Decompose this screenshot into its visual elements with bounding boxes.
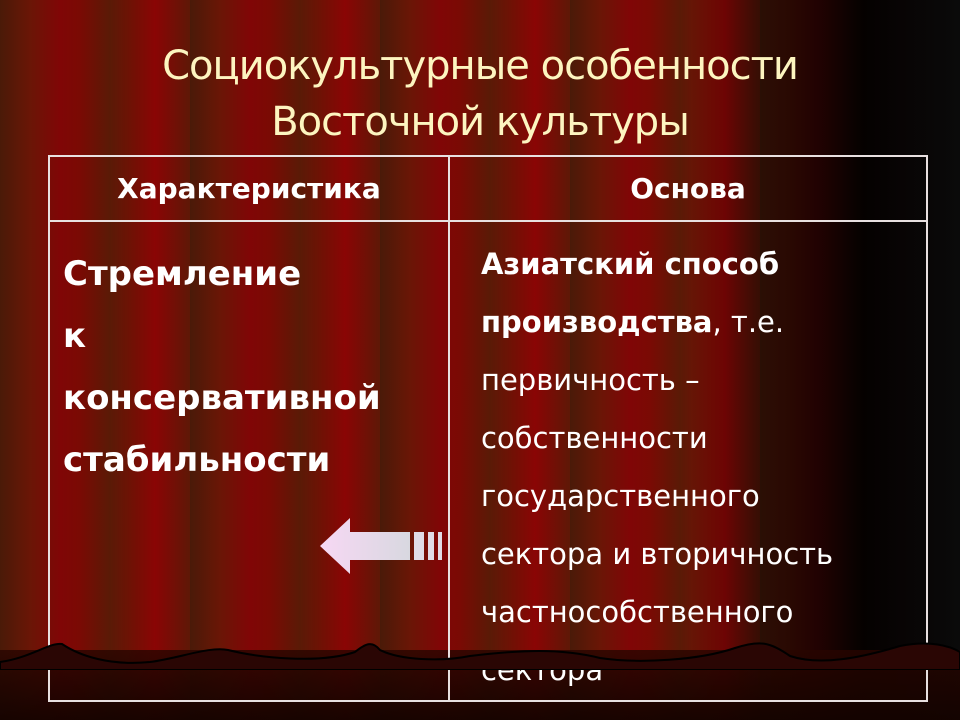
header-characteristic: Характеристика [48,155,450,222]
table-header-row: Характеристика Основа [48,155,929,222]
characteristic-line: к [63,316,87,356]
basis-line: частнособственного [480,595,794,629]
characteristic-line: Стремление [63,254,302,294]
slide-title: Социокультурные особенности Восточной ку… [0,38,960,150]
basis-suffix: , т.е. [712,305,785,339]
characteristic-line: консервативной [63,378,381,418]
curtain-edge-decoration [0,642,960,670]
basis-bold-line: Азиатский способ [480,247,780,281]
title-line-1: Социокультурные особенности [162,43,799,89]
basis-line: сектора и вторичность [480,537,834,571]
characteristic-line: стабильности [63,440,331,480]
left-arrow-icon [320,518,442,574]
characteristic-cell: Стремление к консервативной стабильности [48,220,450,702]
basis-bold-line: производства [480,305,713,339]
table-row: Стремление к консервативной стабильности… [48,220,929,702]
header-basis: Основа [447,155,929,222]
basis-line: первичность – [480,363,700,397]
title-line-2: Восточной культуры [271,99,690,145]
basis-line: государственного [480,479,760,513]
comparison-table: Характеристика Основа Стремление к консе… [48,155,929,702]
basis-cell: Азиатский способ производства, т.е. перв… [447,220,929,702]
basis-line: собственности [480,421,708,455]
